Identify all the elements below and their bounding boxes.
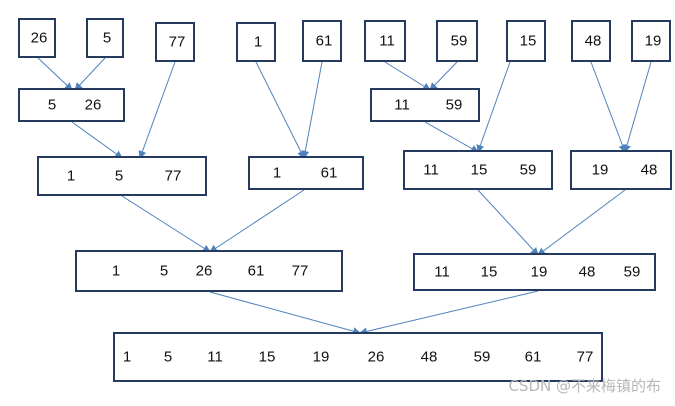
arrow-leaf-10-to-merge-f: [623, 61, 652, 153]
node-leaf-9: 48: [571, 20, 611, 62]
node-merge-d: 1 61: [248, 156, 364, 190]
arrow-leaf-2-to-merge-a: [74, 57, 106, 91]
node-value: 61: [524, 348, 542, 366]
node-value: 59: [445, 96, 463, 114]
node-value: 1: [272, 164, 282, 182]
node-leaf-3: 77: [155, 22, 195, 62]
node-value: 5: [163, 348, 173, 366]
node-value: 77: [291, 262, 309, 280]
arrow-merge-f-to-merge-h: [537, 189, 626, 256]
node-value: 1: [122, 348, 132, 366]
node-value: 61: [320, 164, 338, 182]
node-leaf-4: 1: [236, 22, 276, 62]
node-leaf-1: 26: [18, 18, 56, 58]
arrow-leaf-1-to-merge-a: [37, 57, 73, 91]
node-value: 61: [315, 32, 333, 50]
node-value: 77: [168, 33, 186, 51]
node-value: 15: [470, 161, 488, 179]
node-value: 26: [367, 348, 385, 366]
node-value: 5: [159, 262, 169, 280]
node-value: 11: [394, 96, 410, 114]
node-value: 11: [207, 348, 223, 366]
arrow-merge-h-to-result: [359, 290, 539, 336]
node-value: 1: [66, 167, 76, 185]
arrow-leaf-3-to-merge-c: [138, 61, 176, 159]
node-value: 1: [253, 33, 263, 51]
node-value: 77: [164, 167, 182, 185]
node-value: 48: [640, 161, 658, 179]
node-merge-b: 11 59: [370, 88, 480, 122]
node-merge-a: 5 26: [18, 88, 125, 122]
arrow-merge-g-to-result: [209, 291, 361, 336]
node-value: 5: [114, 167, 124, 185]
arrow-leaf-5-to-merge-d: [301, 61, 323, 159]
node-merge-g: 1 5 26 61 77: [75, 250, 343, 292]
node-value: 48: [420, 348, 438, 366]
node-value: 59: [519, 161, 537, 179]
node-value: 19: [312, 348, 330, 366]
arrow-merge-d-to-merge-g: [209, 189, 305, 253]
node-merge-h: 11 15 19 48 59: [413, 253, 656, 291]
arrow-merge-e-to-merge-h: [477, 189, 539, 256]
node-leaf-6: 11: [364, 20, 406, 62]
arrow-leaf-6-to-merge-b: [384, 61, 431, 91]
node-merge-e: 11 15 59: [403, 150, 553, 190]
node-leaf-5: 61: [302, 20, 342, 62]
node-value: 5: [102, 29, 112, 47]
node-value: 15: [258, 348, 276, 366]
node-value: 19: [591, 161, 609, 179]
node-value: 19: [644, 32, 662, 50]
node-value: 5: [47, 96, 57, 114]
node-leaf-10: 19: [631, 20, 671, 62]
node-value: 15: [480, 263, 498, 281]
node-value: 59: [623, 263, 641, 281]
arrow-merge-b-to-merge-e: [424, 121, 479, 153]
node-value: 26: [195, 262, 213, 280]
node-leaf-8: 15: [506, 20, 546, 62]
node-value: 11: [434, 263, 450, 281]
arrow-leaf-8-to-merge-e: [476, 61, 511, 153]
node-value: 26: [30, 29, 48, 47]
arrow-leaf-4-to-merge-d: [255, 61, 305, 159]
node-value: 61: [247, 262, 265, 280]
node-value: 48: [578, 263, 596, 281]
arrow-leaf-7-to-merge-b: [429, 61, 458, 91]
node-value: 19: [530, 263, 548, 281]
arrow-merge-a-to-merge-c: [71, 121, 123, 159]
node-value: 77: [576, 348, 594, 366]
node-value: 59: [450, 32, 468, 50]
node-leaf-7: 59: [436, 20, 478, 62]
node-value: 15: [519, 32, 537, 50]
node-value: 59: [473, 348, 491, 366]
watermark: CSDN @不来梅镇的布: [508, 377, 661, 395]
node-value: 11: [423, 161, 439, 179]
node-value: 1: [111, 262, 121, 280]
arrow-leaf-9-to-merge-f: [590, 61, 627, 153]
arrow-merge-c-to-merge-g: [121, 195, 211, 253]
node-value: 48: [584, 32, 602, 50]
node-value: 26: [84, 96, 102, 114]
node-leaf-2: 5: [86, 18, 124, 58]
node-value: 11: [379, 32, 395, 50]
